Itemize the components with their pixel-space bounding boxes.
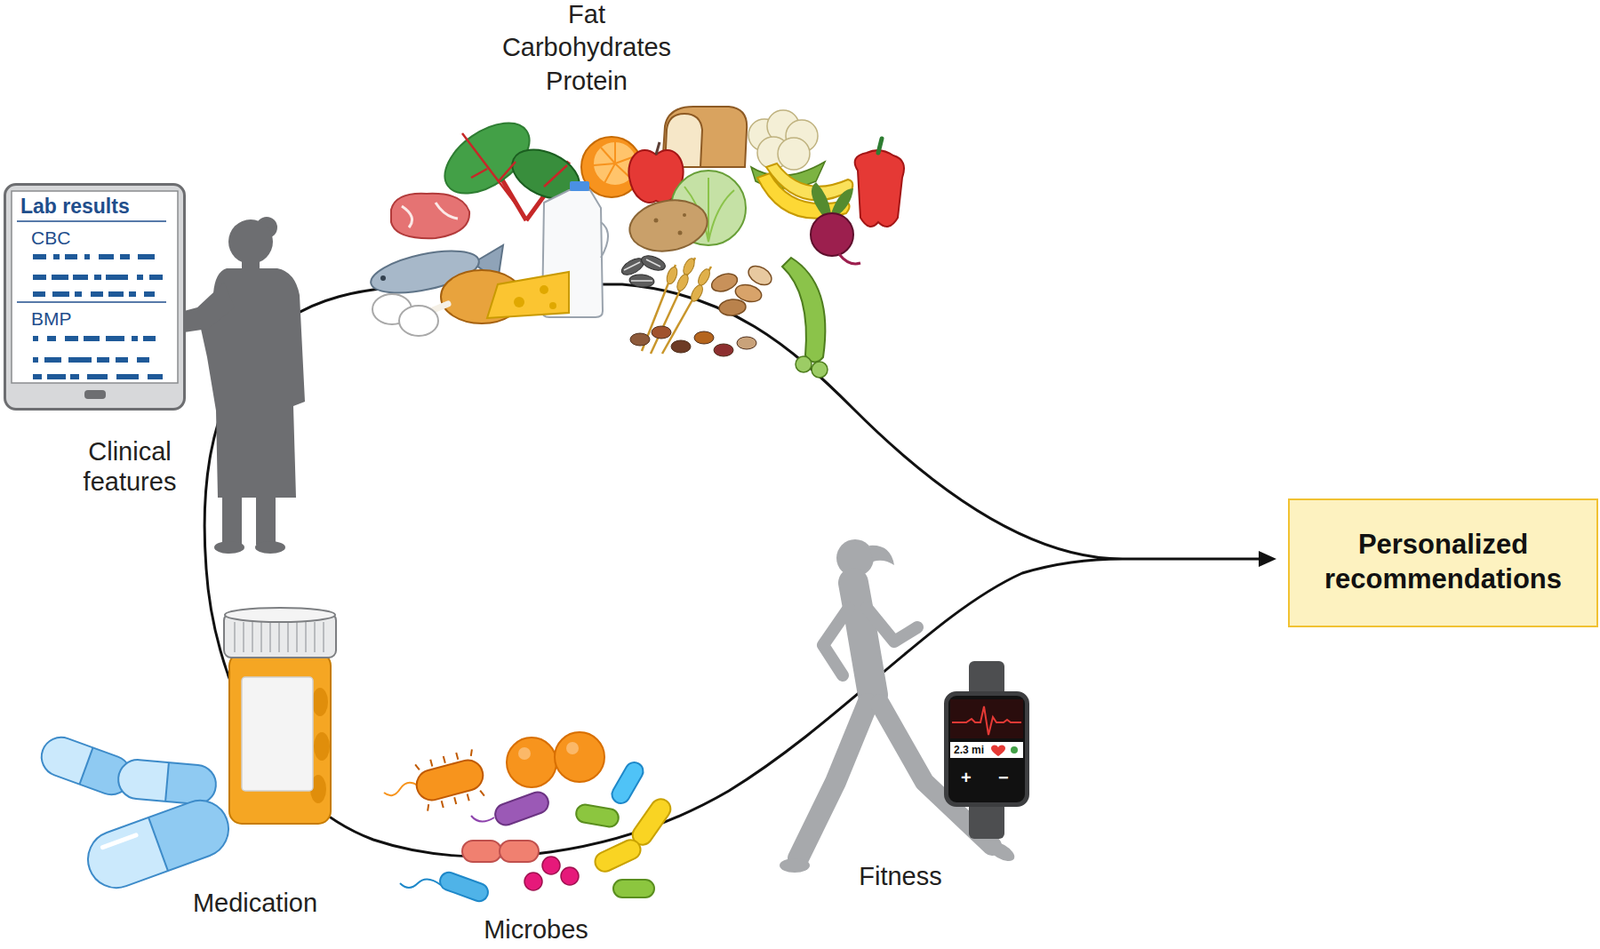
result-text: Personalized recommendations [1302,528,1584,598]
food-illustration [367,106,904,378]
button-sign: + [960,767,972,789]
capsule [116,758,217,806]
nutrient-heading: Fat [568,0,606,31]
result-box: Personalized recommendations [1288,498,1599,628]
nutrient-heading: Carbohydrates [502,32,672,64]
factor-label: Fitness [858,862,942,893]
tablet-screen-art [6,185,184,408]
distance-readout: 2.3 mi [953,742,984,759]
panel-name: CBC [31,226,71,249]
button-sign: − [998,767,1009,789]
clinician-silhouette [184,216,305,554]
factor-label: Microbes [483,915,589,946]
factor-label: Clinical features [63,437,197,498]
screen-heading: Lab results [20,194,130,220]
tablet-screen: Lab resultsCBC BMP [3,183,186,411]
panel-name: BMP [31,307,72,330]
nutrient-heading: Protein [545,66,628,97]
microbes-cluster [384,732,675,904]
smartwatch-face: 2.3 mi + − [944,691,1030,808]
factor-loop [204,284,1277,857]
pill-bottle [224,608,336,824]
capsule [80,792,237,896]
factor-label: Medication [192,888,318,920]
